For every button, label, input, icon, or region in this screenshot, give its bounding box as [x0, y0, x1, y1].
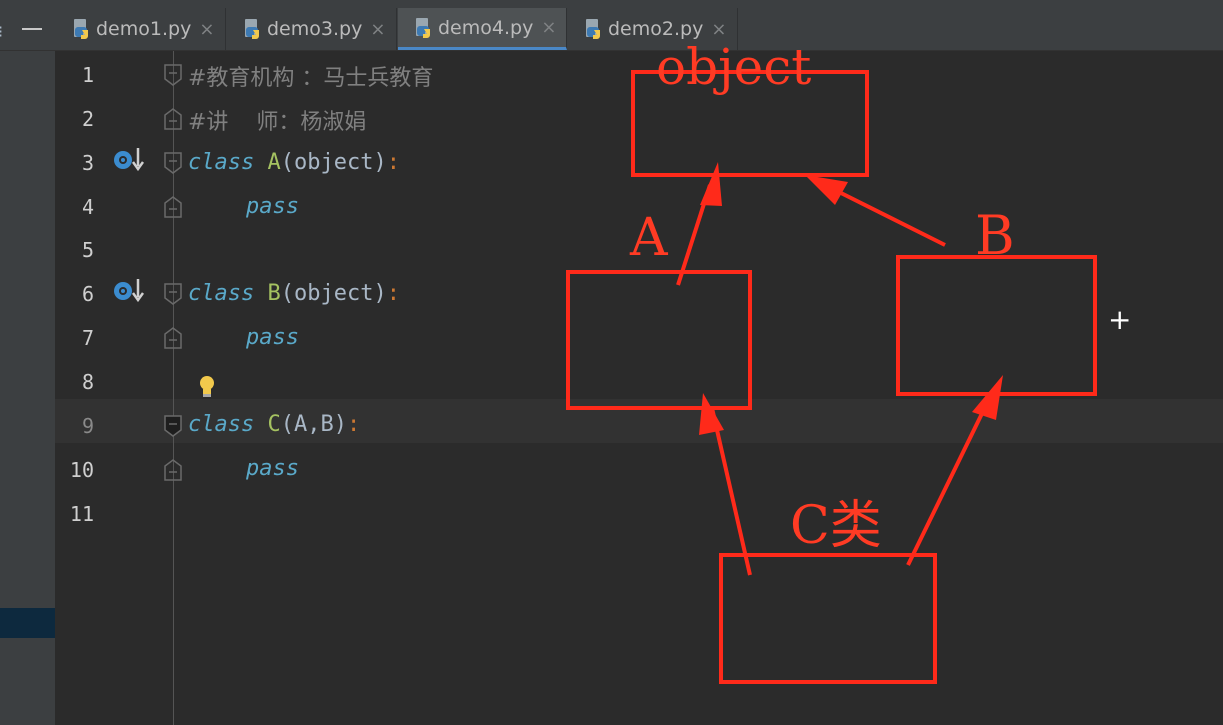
- close-icon[interactable]: ×: [711, 18, 727, 40]
- code-line-9: class C(A,B):: [188, 412, 360, 437]
- crosshair-cursor-icon: +: [1108, 303, 1132, 336]
- code-line-4: pass: [246, 194, 299, 219]
- tab-demo1[interactable]: demo1.py ×: [56, 8, 226, 50]
- line-number: 1: [81, 63, 94, 87]
- keyword: class: [188, 412, 255, 437]
- minimize-icon[interactable]: [22, 28, 42, 30]
- code-line-2: #讲 师：杨淑娟: [188, 110, 367, 135]
- tab-label: demo2.py: [608, 18, 704, 40]
- colon: :: [386, 281, 400, 306]
- line-number: 5: [81, 238, 94, 262]
- code-line-6: class B(object):: [188, 281, 400, 306]
- class-name: B: [267, 281, 281, 306]
- gutter-separator: [173, 51, 174, 725]
- object-label: object: [656, 38, 812, 96]
- override-icon[interactable]: [112, 146, 146, 176]
- tab-label: demo3.py: [267, 18, 363, 40]
- code-line-7: pass: [246, 325, 299, 350]
- b-label: B: [975, 204, 1015, 267]
- tool-window-strip: [0, 51, 55, 725]
- fold-marker-icon[interactable]: [163, 282, 183, 306]
- line-number: 6: [81, 282, 94, 306]
- tab-demo3[interactable]: demo3.py ×: [227, 8, 397, 50]
- fold-marker-icon[interactable]: [163, 458, 183, 482]
- c-label: C类: [790, 496, 882, 556]
- fold-marker-icon[interactable]: [163, 107, 183, 131]
- line-number: 11: [69, 502, 94, 526]
- line-number: 10: [69, 458, 94, 482]
- keyword: class: [188, 150, 255, 175]
- tab-label: demo1.py: [96, 18, 192, 40]
- class-name: C: [267, 412, 281, 437]
- close-icon[interactable]: ×: [370, 18, 386, 40]
- colon: :: [386, 150, 400, 175]
- line-number: 3: [81, 151, 94, 175]
- keyword: pass: [246, 325, 299, 350]
- keyword: pass: [246, 456, 299, 481]
- base-classes: (A,B): [280, 412, 347, 437]
- fold-marker-icon[interactable]: [163, 151, 183, 175]
- editor-tab-bar: [0, 8, 1223, 51]
- window-top-strip: [0, 0, 1223, 8]
- keyword: pass: [246, 194, 299, 219]
- fold-marker-icon[interactable]: [163, 414, 183, 438]
- a-label: A: [630, 208, 668, 268]
- override-icon[interactable]: [112, 277, 146, 307]
- fold-marker-icon[interactable]: [163, 326, 183, 350]
- keyword: class: [188, 281, 255, 306]
- tab-demo4[interactable]: demo4.py ×: [398, 8, 567, 50]
- line-number: 7: [81, 326, 94, 350]
- settings-icon[interactable]: ⁝: [0, 22, 3, 41]
- python-file-icon: [584, 18, 604, 40]
- tab-demo2[interactable]: demo2.py ×: [568, 8, 738, 50]
- close-icon[interactable]: ×: [199, 18, 215, 40]
- line-number-current: 9: [81, 414, 94, 438]
- line-number: 2: [81, 107, 94, 131]
- close-icon[interactable]: ×: [541, 17, 557, 38]
- fold-marker-icon[interactable]: [163, 195, 183, 219]
- code-line-10: pass: [246, 456, 299, 481]
- class-name: A: [267, 150, 281, 175]
- selected-tool-item[interactable]: [0, 608, 55, 638]
- code-line-3: class A(object):: [188, 150, 400, 175]
- line-number: 4: [81, 195, 94, 219]
- python-file-icon: [72, 18, 92, 40]
- lightbulb-icon[interactable]: [198, 375, 216, 399]
- code-line-1: #教育机构 ：马士兵教育: [188, 66, 434, 91]
- python-file-icon: [414, 17, 434, 39]
- line-number: 8: [81, 370, 94, 394]
- colon: :: [346, 412, 361, 437]
- tab-bar-controls: ⁝: [0, 8, 55, 50]
- base-classes: (object): [280, 150, 387, 175]
- python-file-icon: [243, 18, 263, 40]
- base-classes: (object): [280, 281, 387, 306]
- tab-label: demo4.py: [438, 16, 534, 39]
- fold-marker-icon[interactable]: [163, 63, 183, 87]
